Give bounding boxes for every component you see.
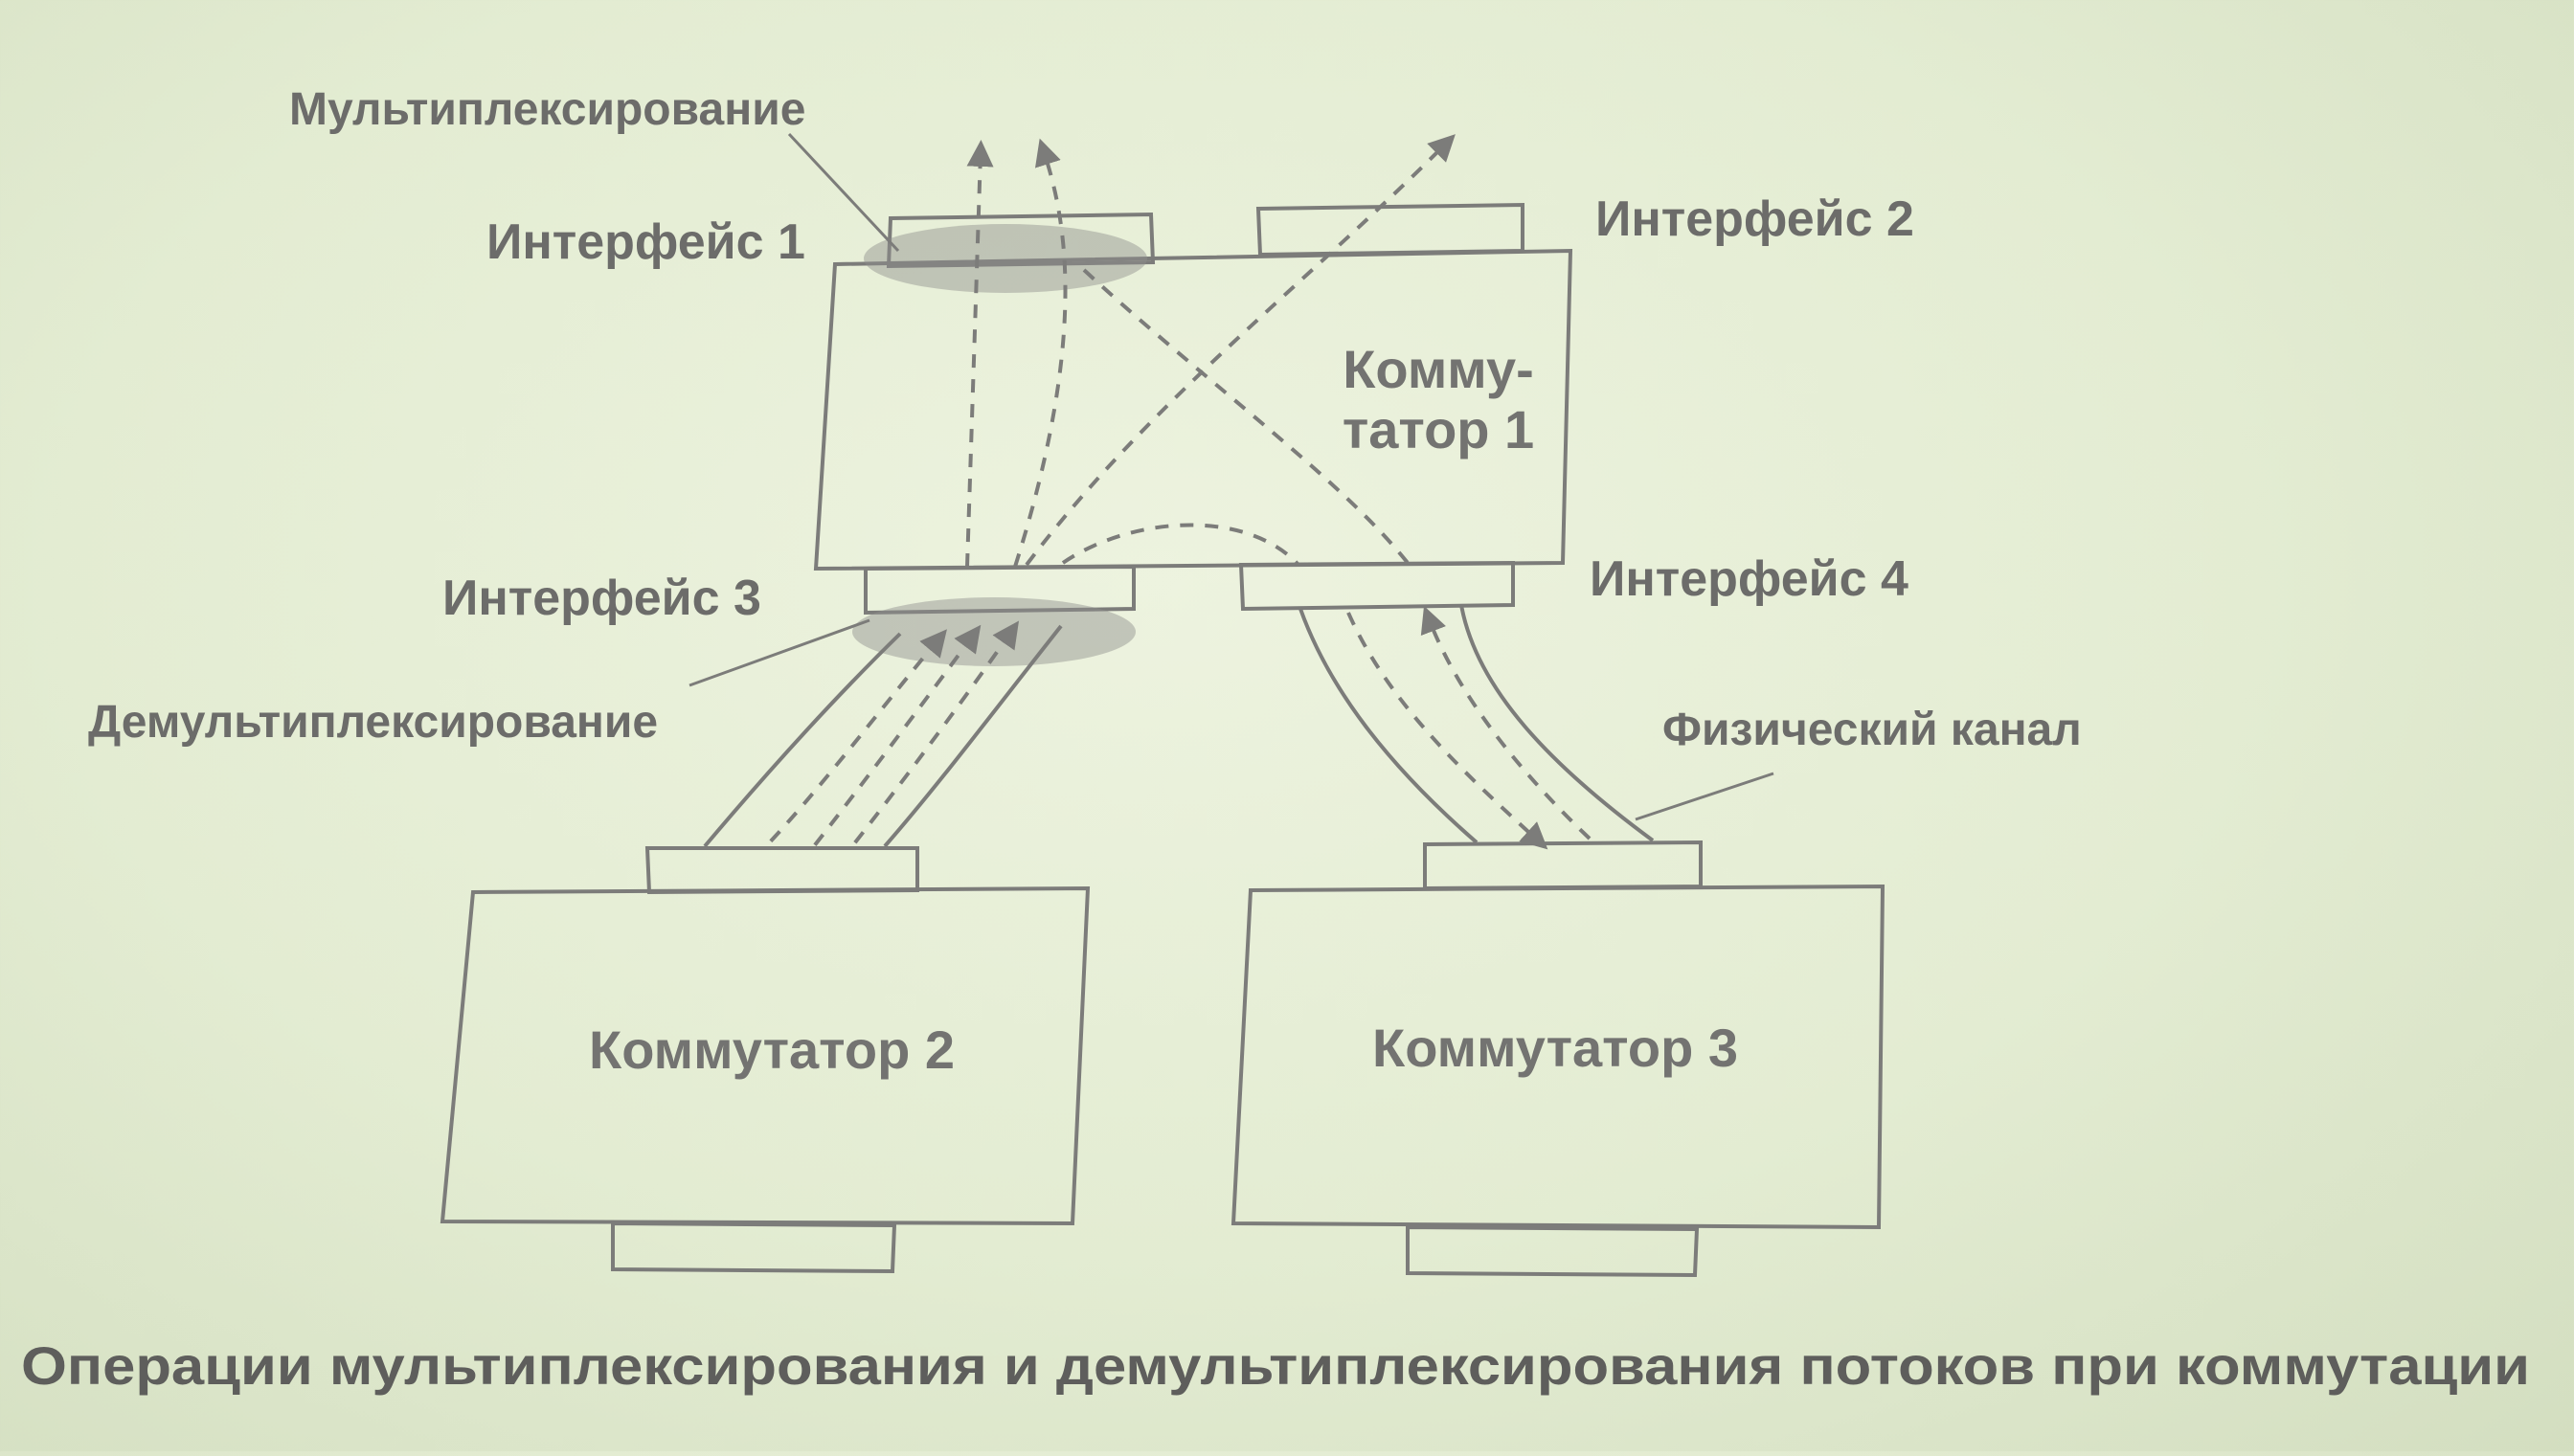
interface-3-port bbox=[864, 564, 1136, 616]
switch-3-body bbox=[1231, 884, 1885, 1230]
physical-channel-leader bbox=[1635, 772, 1774, 821]
channel-3-left-edge bbox=[1298, 608, 1479, 844]
switch-1-label-line-1: Комму- bbox=[1343, 339, 1534, 399]
interface-2-label: Интерфейс 2 bbox=[1595, 191, 1914, 247]
switch-3: Коммутатор 3 bbox=[1231, 840, 1885, 1278]
multiplexing-ellipse bbox=[864, 224, 1147, 293]
channel-2-left-edge bbox=[703, 632, 902, 848]
switch-1-label-line-2: татор 1 bbox=[1343, 399, 1534, 459]
flow-interface3-to-interface1-a bbox=[965, 140, 994, 568]
channel-2-right-edge bbox=[883, 624, 1063, 848]
flow-3-down bbox=[1346, 612, 1548, 850]
switch-1-flows bbox=[965, 134, 1456, 568]
flow-interface3-to-interface1-b bbox=[1013, 138, 1068, 568]
switch-3-bottom-port bbox=[1406, 1224, 1700, 1278]
channel-switch-2 bbox=[703, 620, 1063, 848]
interface-3-label: Интерфейс 3 bbox=[442, 571, 761, 626]
switch-2-bottom-port bbox=[611, 1221, 897, 1274]
interface-4-label: Интерфейс 4 bbox=[1590, 551, 1908, 607]
demultiplexing-label: Демультиплексирование bbox=[88, 697, 658, 748]
flow-2-b bbox=[812, 624, 982, 848]
switch-2-body bbox=[440, 885, 1091, 1226]
interface-4-port bbox=[1238, 560, 1515, 612]
interface-1-label: Интерфейс 1 bbox=[486, 214, 805, 270]
switch-1: Комму- татор 1 bbox=[813, 248, 1573, 571]
channel-3-right-edge bbox=[1459, 604, 1655, 842]
multiplexing-label: Мультиплексирование bbox=[289, 84, 805, 135]
interface-1-port bbox=[886, 212, 1156, 269]
flow-interface3-to-interface2 bbox=[1025, 134, 1456, 567]
flow-3-up bbox=[1420, 605, 1592, 840]
flow-2-a bbox=[764, 629, 947, 848]
figure-caption: Операции мультиплексирования и демультип… bbox=[21, 1335, 2530, 1396]
switch-3-top-port bbox=[1423, 840, 1703, 891]
channel-switch-3 bbox=[1298, 604, 1655, 850]
switch-2-top-port bbox=[644, 846, 919, 895]
switch-2: Коммутатор 2 bbox=[440, 846, 1091, 1274]
switch-3-label: Коммутатор 3 bbox=[1372, 1018, 1738, 1078]
physical-channel-label: Физический канал bbox=[1662, 705, 2082, 755]
switch-2-label: Коммутатор 2 bbox=[589, 1019, 955, 1080]
multiplexing-leader bbox=[787, 132, 900, 253]
interface-2-port bbox=[1255, 202, 1524, 258]
flow-2-c bbox=[850, 620, 1020, 848]
flow-interface4-loop bbox=[1061, 523, 1300, 567]
demultiplexing-leader bbox=[689, 618, 870, 687]
